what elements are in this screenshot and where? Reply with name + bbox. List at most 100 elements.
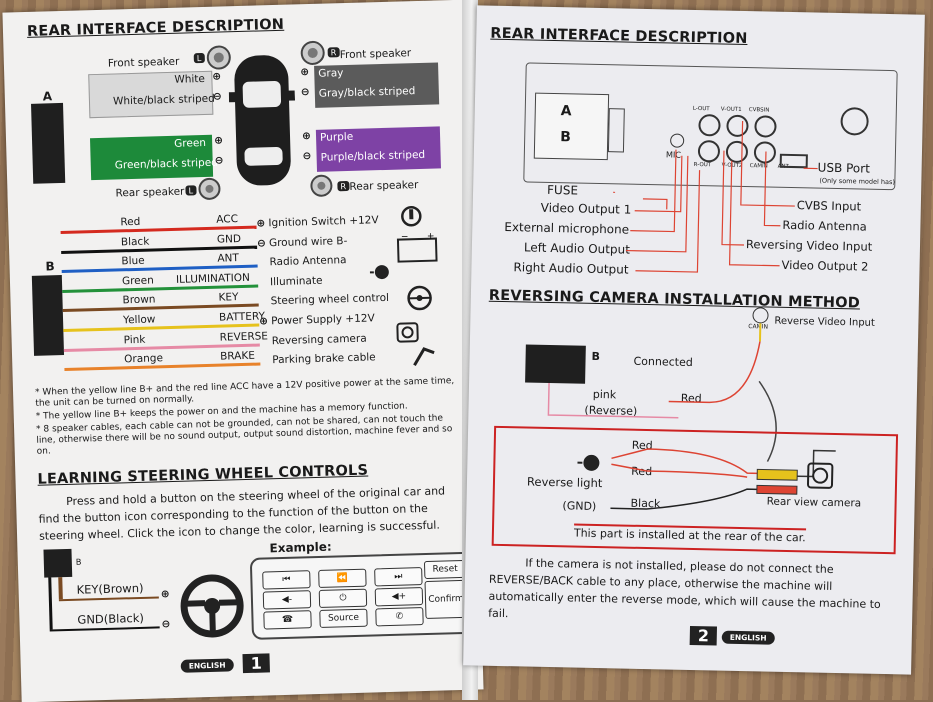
page-title: REAR INTERFACE DESCRIPTION xyxy=(27,17,285,40)
plus-sign: ⊕ xyxy=(214,134,223,146)
page-title: REAR INTERFACE DESCRIPTION xyxy=(490,26,747,47)
camera-warning-text: If the camera is not installed, please d… xyxy=(488,554,889,630)
wire-function-label: GND xyxy=(217,233,241,246)
front-left-speaker-label: Front speaker xyxy=(108,56,180,70)
connector-a-label: A xyxy=(43,89,53,103)
battery-icon: −+ xyxy=(395,232,442,265)
hangup-key[interactable]: ☎ xyxy=(263,610,311,629)
wire-function-label: KEY xyxy=(218,291,238,304)
rear-left-badge: L xyxy=(185,185,196,195)
minus-sign: ⊖ xyxy=(161,618,170,630)
prev-track-key[interactable]: ⏮ xyxy=(262,570,310,589)
call-key[interactable]: ✆ xyxy=(375,607,423,626)
wire-description: Parking brake cable xyxy=(272,351,376,366)
front-right-speaker-label: Front speaker xyxy=(340,47,412,61)
footer-language-badge: ENGLISH xyxy=(722,631,775,645)
wire-function-label: ANT xyxy=(217,252,239,265)
connector-b-label: B xyxy=(560,129,571,145)
right-callout-lines xyxy=(711,110,824,272)
plus-sign: ⊕ xyxy=(212,71,221,83)
svg-text:−: − xyxy=(401,232,409,242)
connector-a-label: A xyxy=(561,103,572,119)
wire-description: Power Supply +12V xyxy=(271,312,375,327)
front-right-speaker-icon xyxy=(299,40,326,67)
purple-label: Purple xyxy=(320,131,353,144)
minus-sign: ⊖ xyxy=(257,237,266,249)
minus-sign: ⊖ xyxy=(213,90,222,102)
rear-left-speaker-icon xyxy=(197,177,222,202)
reverse-light-label: Reverse light xyxy=(527,475,603,491)
wire-function-label: REVERSE xyxy=(219,330,268,343)
power-key[interactable]: ⏻ xyxy=(319,589,367,608)
learning-title: LEARNING STEERING WHEEL CONTROLS xyxy=(37,463,368,488)
wire-color-label: Blue xyxy=(121,255,145,268)
connector-b-label: B xyxy=(45,259,55,273)
steering-wheel-icon xyxy=(406,285,433,312)
rear-wiring-lines xyxy=(606,438,838,523)
footer-language-badge: ENGLISH xyxy=(181,658,234,672)
minus-sign: ⊖ xyxy=(301,86,310,98)
rear-left-speaker-label: Rear speaker xyxy=(115,186,184,200)
wire-color-label: Green xyxy=(122,274,154,287)
source-key[interactable]: Source xyxy=(319,609,367,628)
wire-color-label: Brown xyxy=(122,294,155,307)
volume-up-key[interactable]: ◀+ xyxy=(375,587,423,606)
connector-b-block xyxy=(32,275,64,356)
wire-color-label: Yellow xyxy=(123,313,156,326)
connector-a-block xyxy=(31,103,65,184)
rear-right-speaker-label: Rear speaker xyxy=(349,179,418,193)
minus-sign: ⊖ xyxy=(215,154,224,166)
manual-page-right: REAR INTERFACE DESCRIPTION A B MIC L-OUT… xyxy=(463,5,925,674)
example-label: Example: xyxy=(269,540,332,556)
page-number: 1 xyxy=(242,653,270,673)
wire-color-label: Orange xyxy=(124,352,163,365)
green-label: Green xyxy=(174,137,206,150)
volume-down-key[interactable]: ◀- xyxy=(263,590,311,609)
callout-usb-port: USB Port xyxy=(817,161,870,176)
steering-wheel-icon xyxy=(178,572,246,640)
wire-function-label: ILLUMINATION xyxy=(176,272,250,286)
gnd-wire-label: GND(Black) xyxy=(77,611,144,627)
brown-wire xyxy=(58,577,63,599)
wire-description: Radio Antenna xyxy=(269,254,346,268)
plus-sign: ⊕ xyxy=(302,130,311,142)
wire-function-label: BRAKE xyxy=(220,350,255,363)
next-track-key[interactable]: ⏭ xyxy=(374,567,422,586)
gnd-label: (GND) xyxy=(562,499,596,513)
plus-sign: ⊕ xyxy=(259,315,268,327)
left-callout-lines xyxy=(601,108,715,280)
page-number: 2 xyxy=(690,626,718,646)
black-wire xyxy=(50,626,160,631)
wire-color-label: Pink xyxy=(123,333,145,346)
car-top-view-icon xyxy=(228,50,298,190)
wire-color-label: Red xyxy=(120,216,140,229)
front-right-badge: R xyxy=(328,47,340,57)
black-wire xyxy=(48,577,52,629)
wire-description: Ignition Switch +12V xyxy=(268,214,378,229)
rear-view-camera-label: Rear view camera xyxy=(767,496,862,510)
wire-function-label: ACC xyxy=(216,213,238,226)
rear-view-camera-icon xyxy=(805,460,836,491)
plus-sign: ⊕ xyxy=(161,588,170,600)
reverse-light-bulb-icon xyxy=(577,452,603,475)
reset-key[interactable]: Reset xyxy=(424,560,466,579)
manual-page-left: REAR INTERFACE DESCRIPTION A Front speak… xyxy=(2,0,483,702)
wire-description: Steering wheel control xyxy=(270,292,389,307)
minus-sign: ⊖ xyxy=(302,150,311,162)
plus-sign: ⊕ xyxy=(256,217,265,229)
connector-b-small xyxy=(43,549,72,578)
gray-label: Gray xyxy=(318,67,343,80)
wire-description: Illuminate xyxy=(270,275,323,288)
svg-text:+: + xyxy=(427,232,435,241)
rear-right-speaker-icon xyxy=(309,173,334,198)
wire-description: Ground wire B- xyxy=(269,235,348,249)
ignition-key-icon xyxy=(400,205,423,228)
key-wire-label: KEY(Brown) xyxy=(76,581,143,597)
connector-b-small-label: B xyxy=(76,557,82,567)
learning-text: Press and hold a button on the steering … xyxy=(38,482,463,545)
front-left-badge: L xyxy=(194,53,205,63)
brown-wire xyxy=(59,596,159,601)
rewind-key[interactable]: ⏪ xyxy=(318,569,366,588)
rear-right-badge: R xyxy=(337,181,349,191)
wire-description: Reversing camera xyxy=(272,332,367,347)
